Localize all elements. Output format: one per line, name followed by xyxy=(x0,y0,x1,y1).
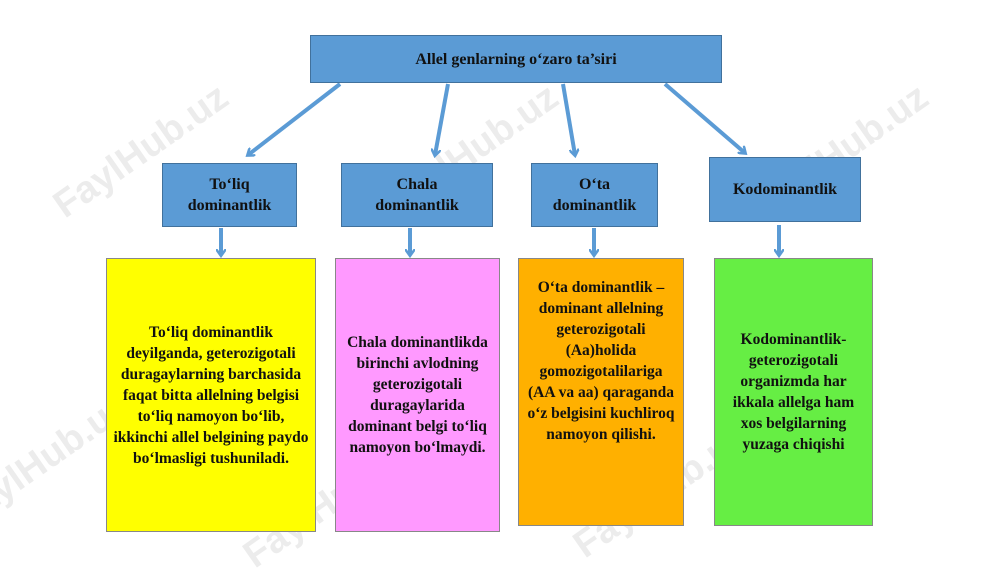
title-box: Allel genlarning o‘zaro ta’siri xyxy=(310,35,722,83)
title-text: Allel genlarning o‘zaro ta’siri xyxy=(415,50,617,68)
category-box-chala: Chala dominantlik xyxy=(341,163,493,227)
arrow-to-kodominantlik xyxy=(663,82,745,153)
connector-arrows xyxy=(0,82,1000,562)
content-text: To‘liq dominantlik deyilganda, geterozig… xyxy=(113,323,309,467)
content-text: O‘ta dominantlik – dominant allelning ge… xyxy=(527,279,675,443)
arrow-to-toliq xyxy=(248,82,342,155)
category-label: Chala dominantlik xyxy=(375,176,459,214)
arrow-to-ota xyxy=(561,83,575,155)
category-label: To‘liq dominantlik xyxy=(187,176,272,214)
content-box-toliq: To‘liq dominantlik deyilganda, geterozig… xyxy=(106,258,316,532)
content-box-kodominantlik: Kodominantlik-geterozigotali organizmda … xyxy=(714,258,873,526)
category-box-kodominantlik: Kodominantlik xyxy=(709,157,861,222)
content-text: Kodominantlik-geterozigotali organizmda … xyxy=(732,331,855,453)
category-box-toliq: To‘liq dominantlik xyxy=(162,163,297,227)
content-text: Chala dominantlikda birinchi avlodning g… xyxy=(347,334,488,456)
category-label: Kodominantlik xyxy=(732,181,838,198)
content-box-chala: Chala dominantlikda birinchi avlodning g… xyxy=(335,258,500,532)
category-label: O‘ta dominantlik xyxy=(552,176,637,214)
category-box-ota: O‘ta dominantlik xyxy=(531,163,658,227)
content-box-ota: O‘ta dominantlik – dominant allelning ge… xyxy=(518,258,684,526)
arrow-to-chala xyxy=(435,83,450,155)
